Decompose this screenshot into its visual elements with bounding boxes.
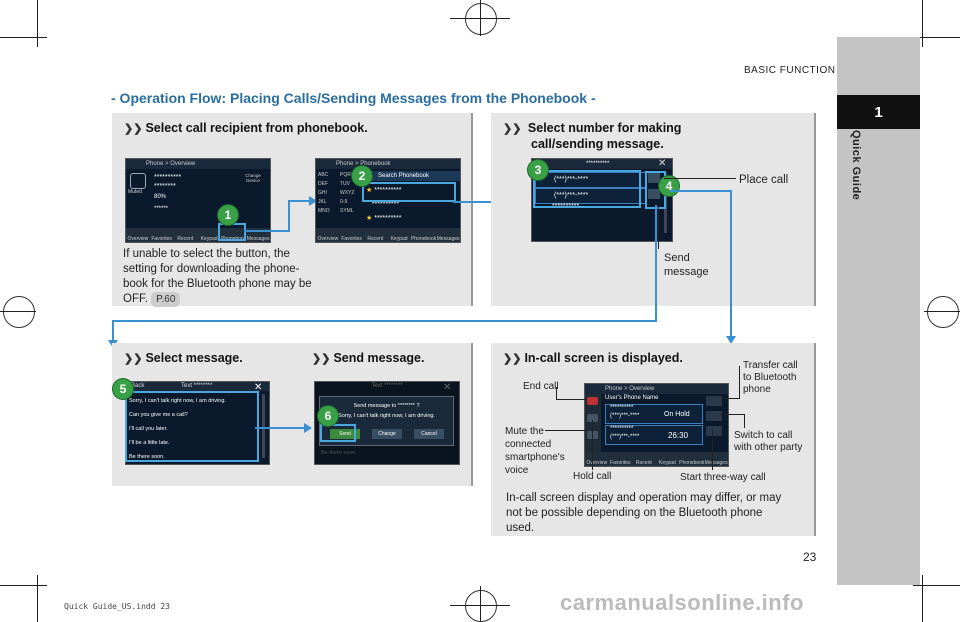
message-item[interactable]: I'll call you later. xyxy=(129,426,168,432)
chapter-label: Quick Guide xyxy=(850,130,862,201)
chevron-right-icon: ❯❯ xyxy=(503,353,522,365)
chevron-right-icon: ❯❯ xyxy=(124,123,143,135)
battery-level: 80% xyxy=(154,194,167,200)
chapter-tab: 1 xyxy=(837,95,920,129)
mute-icon xyxy=(130,173,146,189)
transfer-label: Transfer call to Bluetooth phone xyxy=(743,360,798,395)
step-6-badge: 6 xyxy=(318,406,338,426)
cancel-button[interactable]: Cancel xyxy=(414,429,444,439)
message-list-highlight[interactable] xyxy=(125,391,259,462)
message-item[interactable]: Can you give me a call? xyxy=(129,412,188,418)
three-way-call-label: Start three-way call xyxy=(680,472,766,483)
step-4-badge: 4 xyxy=(659,176,679,196)
scrollbar[interactable] xyxy=(262,394,265,458)
message-item[interactable]: I'll be a little late. xyxy=(129,440,170,446)
step-1-badge: 1 xyxy=(218,205,238,225)
back-button[interactable]: Back xyxy=(131,383,145,389)
page-title: - Operation Flow: Placing Calls/Sending … xyxy=(111,90,596,106)
panel-in-call: ❯❯In-call screen is displayed. In-call s… xyxy=(491,343,816,536)
chevron-right-icon: ❯❯ xyxy=(124,353,143,365)
registration-mark-bottom xyxy=(465,590,497,622)
print-footer: Quick Guide_US.indd 23 xyxy=(64,602,170,611)
chevron-right-icon: ❯❯ xyxy=(312,353,331,365)
send-message-label: Send message xyxy=(664,252,709,278)
panel-heading-send: ❯❯Send message. xyxy=(312,351,425,365)
message-icon[interactable] xyxy=(648,173,660,183)
panel-note: If unable to select the button, the sett… xyxy=(123,248,312,307)
search-phonebook-field[interactable]: Search Phonebook xyxy=(366,171,460,181)
phone-icon[interactable] xyxy=(648,189,660,199)
screen-send-dialog: Text ******** ✕ Send message to ********… xyxy=(314,381,460,465)
section-header: BASIC FUNCTION xyxy=(744,65,836,76)
chevron-right-icon: ❯❯ xyxy=(503,123,522,135)
panel-heading: ❯❯In-call screen is displayed. xyxy=(503,351,683,365)
panel-heading: ❯❯ Select number for making call/sending… xyxy=(503,121,682,151)
swap-icon[interactable] xyxy=(706,411,722,421)
number-rows-highlight[interactable] xyxy=(533,170,641,208)
close-icon: ✕ xyxy=(443,382,452,393)
call-timer: 26:30 xyxy=(668,431,689,440)
send-button[interactable]: Send xyxy=(330,429,360,439)
send-button-highlight[interactable] xyxy=(320,424,356,442)
change-button[interactable]: Change xyxy=(372,429,402,439)
message-item[interactable]: Sorry, I can't talk right now, I am driv… xyxy=(129,398,226,404)
registration-mark-left xyxy=(3,296,35,328)
panel-heading: ❯❯Select call recipient from phonebook. xyxy=(124,121,368,135)
transfer-icon[interactable] xyxy=(706,396,722,406)
switch-call-label: Switch to call with other party xyxy=(734,430,803,453)
panel-note: In-call screen display and operation may… xyxy=(506,492,782,534)
close-icon[interactable]: ✕ xyxy=(254,382,263,393)
hold-icon[interactable] xyxy=(587,414,598,422)
merge-icon[interactable] xyxy=(706,426,722,436)
place-call-label: Place call xyxy=(739,174,789,186)
message-item[interactable]: Be there soon. xyxy=(129,454,165,460)
end-call-icon[interactable] xyxy=(587,397,598,405)
watermark: carmanualsonline.info xyxy=(560,590,804,615)
registration-mark-top xyxy=(465,3,497,35)
hold-call-label: Hold call xyxy=(573,471,612,482)
on-hold-status: On Hold xyxy=(664,411,690,418)
phonebook-tab-highlight[interactable] xyxy=(218,223,246,241)
end-call-label: End call xyxy=(523,381,559,392)
page-number: 23 xyxy=(803,550,817,564)
change-device-button[interactable]: Change Device xyxy=(245,173,261,183)
mute-label: Mute the connected smartphone's voice xyxy=(505,426,565,476)
panel-heading-select: ❯❯Select message. xyxy=(124,351,243,365)
contact-highlight[interactable] xyxy=(362,182,456,202)
screen-message-list: Back Text ******** ✕ Sorry, I can't talk… xyxy=(125,381,270,465)
step-5-badge: 5 xyxy=(113,379,133,399)
step-3-badge: 3 xyxy=(528,160,548,180)
registration-mark-right xyxy=(927,296,959,328)
close-icon[interactable]: ✕ xyxy=(658,158,667,169)
page-reference[interactable]: P.60 xyxy=(151,292,181,307)
screen-in-call: Phone > Overview User's Phone Name *****… xyxy=(584,383,729,467)
step-2-badge: 2 xyxy=(352,166,372,186)
